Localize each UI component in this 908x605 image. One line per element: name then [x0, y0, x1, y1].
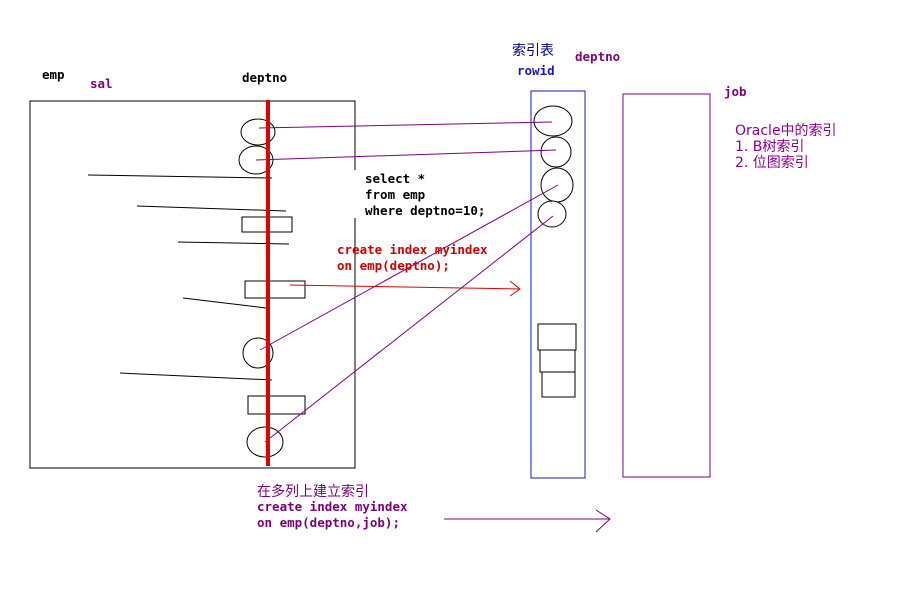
- deptno-label-right: deptno: [575, 49, 620, 64]
- index-pointer-line: [255, 149, 557, 161]
- query-line-3: where deptno=10;: [365, 203, 485, 218]
- emp-row-line: [177, 241, 290, 245]
- index-table-label: 索引表: [512, 42, 554, 59]
- index-table-box: [530, 90, 586, 479]
- index-entry-box: [537, 323, 577, 351]
- emp-table-box: [29, 100, 356, 469]
- index-pointer-line: [264, 215, 554, 443]
- emp-row-line: [119, 372, 273, 381]
- deptno-value-box: [247, 395, 306, 415]
- oracle-index-item-1: 1. B树索引: [735, 138, 804, 155]
- sal-label: sal: [90, 76, 113, 91]
- index-entry-ellipse: [533, 105, 573, 137]
- multi-column-line-2: on emp(deptno,job);: [257, 515, 400, 530]
- create-index-arrow: [289, 284, 521, 290]
- index-pointer-line: [258, 121, 553, 129]
- create-index-arrow-head: [509, 280, 521, 297]
- emp-row-line: [87, 174, 273, 179]
- emp-label: emp: [42, 67, 65, 82]
- query-line-1: select *: [365, 171, 425, 186]
- create-index-line-2: on emp(deptno);: [337, 258, 450, 273]
- index-entry-ellipse: [540, 136, 572, 168]
- index-entry-box: [541, 371, 576, 398]
- emp-row-line: [136, 205, 287, 212]
- rowid-label: rowid: [517, 63, 555, 78]
- query-line-2: from emp: [365, 187, 425, 202]
- deptno-value-ellipse: [242, 337, 274, 369]
- index-entry-box: [539, 349, 576, 373]
- index-entry-ellipse: [537, 200, 567, 228]
- create-index-line-1: create index myindex: [337, 242, 488, 257]
- multi-column-arrow-head: [595, 509, 611, 533]
- job-box: [622, 93, 711, 478]
- emp-border-gap: [353, 170, 358, 218]
- oracle-index-item-2: 2. 位图索引: [735, 154, 809, 171]
- emp-row-line: [182, 297, 267, 309]
- oracle-index-title: Oracle中的索引: [735, 122, 837, 139]
- job-label: job: [724, 84, 747, 99]
- deptno-value-box: [244, 280, 306, 299]
- deptno-label-left: deptno: [242, 70, 287, 85]
- index-pointer-line: [259, 184, 559, 351]
- multi-column-title: 在多列上建立索引: [257, 483, 369, 500]
- multi-column-line-1: create index myindex: [257, 499, 408, 514]
